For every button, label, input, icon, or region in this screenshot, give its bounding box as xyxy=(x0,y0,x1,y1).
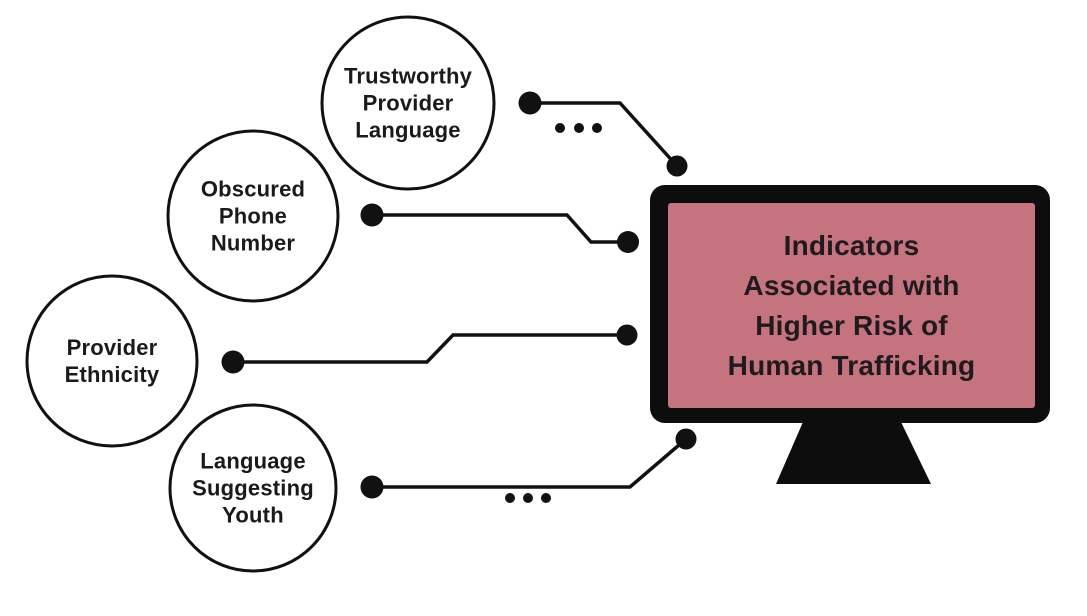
connector-line xyxy=(372,437,688,489)
label-language-suggesting-youth: Language Suggesting Youth xyxy=(192,448,314,529)
connector-node-dot xyxy=(675,428,697,450)
circle-language-suggesting-youth xyxy=(168,403,338,573)
label-line: Suggesting xyxy=(192,475,314,501)
monitor-screen xyxy=(668,203,1035,408)
screen-title-line: Human Trafficking xyxy=(727,349,976,381)
circle-obscured-phone-number xyxy=(166,129,340,303)
label-provider-ethnicity: Provider Ethnicity xyxy=(65,334,160,388)
connector-node-dot xyxy=(360,203,384,227)
ellipsis-dot xyxy=(505,493,515,503)
connector-line xyxy=(233,333,627,364)
connector-provider-ethnicity xyxy=(221,324,638,374)
ellipsis-dot xyxy=(592,123,602,133)
label-line: Provider xyxy=(362,90,454,116)
monitor-illustration xyxy=(650,185,1050,484)
connector-language-youth xyxy=(360,428,697,503)
label-line: Number xyxy=(210,230,296,256)
label-line: Provider xyxy=(66,335,158,360)
screen-title-line: Higher Risk of xyxy=(755,309,948,341)
monitor-stand xyxy=(776,422,931,484)
label-line: Trustworthy xyxy=(343,63,473,89)
connector-node-dot xyxy=(617,231,639,253)
label-line: Obscured xyxy=(200,176,306,202)
label-obscured-phone-number: Obscured Phone Number xyxy=(201,176,305,257)
circle-trustworthy-provider-language xyxy=(320,15,496,191)
connector-node-dot xyxy=(221,350,245,374)
connector-line xyxy=(372,213,628,244)
screen-title-line: Indicators xyxy=(783,229,920,261)
label-line: Youth xyxy=(222,502,284,528)
label-trustworthy-provider-language: Trustworthy Provider Language xyxy=(344,63,472,144)
connector-node-dot xyxy=(360,475,384,499)
screen-title-line: Associated with xyxy=(743,269,960,301)
label-line: Language xyxy=(200,448,306,474)
connector-line xyxy=(530,101,679,168)
ellipsis-dot xyxy=(574,123,584,133)
ellipsis-dot xyxy=(523,493,533,503)
connector-node-dot xyxy=(666,155,688,177)
circle-provider-ethnicity xyxy=(25,274,199,448)
label-line: Ethnicity xyxy=(64,362,160,387)
ellipsis-dot xyxy=(541,493,551,503)
monitor-screen-title: Indicators Associated with Higher Risk o… xyxy=(668,203,1035,408)
connector-node-dot xyxy=(518,91,542,115)
label-line: Phone xyxy=(218,203,288,229)
connector-node-dot xyxy=(616,324,638,346)
label-line: Language xyxy=(355,117,461,143)
connector-trustworthy xyxy=(518,91,688,177)
connector-obscured-phone xyxy=(360,203,639,253)
ellipsis-dot xyxy=(555,123,565,133)
